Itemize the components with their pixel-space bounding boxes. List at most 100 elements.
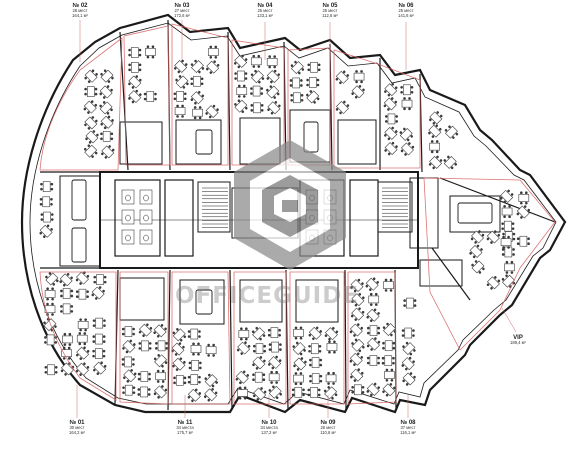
desk-cluster xyxy=(384,368,395,382)
desk-cluster xyxy=(486,276,501,290)
desk-cluster xyxy=(504,260,515,274)
desk-cluster xyxy=(93,274,107,285)
desk-cluster xyxy=(469,244,483,259)
desk-cluster xyxy=(268,385,283,400)
desk-cluster xyxy=(399,127,413,142)
desk-cluster xyxy=(187,328,201,340)
desk-cluster xyxy=(291,386,305,398)
desk-cluster xyxy=(444,125,459,139)
toilet-bowl xyxy=(143,234,149,242)
desk-cluster xyxy=(308,326,323,341)
desk-cluster xyxy=(428,155,443,170)
desk-cluster xyxy=(61,346,73,360)
desk-cluster xyxy=(207,45,219,59)
desk-cluster xyxy=(40,211,54,223)
conference-tables xyxy=(71,121,493,315)
desk-cluster xyxy=(84,69,98,83)
desk-cluster xyxy=(173,59,188,74)
desk-cluster xyxy=(305,90,320,104)
desk-cluster xyxy=(44,287,56,301)
desk-cluster xyxy=(382,340,396,352)
desk-cluster xyxy=(44,364,58,376)
desk-cluster xyxy=(187,374,201,385)
desk-cluster xyxy=(381,355,395,367)
desk-cluster xyxy=(351,85,365,99)
desk-cluster xyxy=(323,386,338,400)
desk-cluster xyxy=(92,333,106,345)
desk-cluster xyxy=(290,60,305,75)
desk-cluster xyxy=(60,362,75,376)
desk-cluster xyxy=(384,113,398,125)
desk-cluster xyxy=(309,373,323,384)
zone-label-09: № 09 26 мест 110,6 м² xyxy=(320,420,336,435)
desk-cluster xyxy=(233,54,248,69)
zone-label-11: № 11 34 места 175,7 м² xyxy=(176,420,194,435)
desk-cluster xyxy=(190,90,205,105)
desk-cluster xyxy=(235,370,250,385)
desk-cluster xyxy=(45,272,59,286)
workstations xyxy=(39,45,531,403)
desk-cluster xyxy=(501,246,515,258)
desk-cluster xyxy=(516,235,530,247)
desk-cluster xyxy=(428,124,442,138)
desk-cluster xyxy=(122,339,136,354)
zone-label-05: № 05 25 мест 112,6 м² xyxy=(322,3,338,18)
desk-cluster xyxy=(59,273,73,287)
zone-label-08: № 08 37 мест 116,1 м² xyxy=(400,420,416,435)
desk-cluster xyxy=(266,85,280,99)
desk-cluster xyxy=(121,326,135,337)
toilet-bowl xyxy=(143,194,149,202)
zone-label-03: № 03 27 мест 172,6 м² xyxy=(174,3,190,18)
desk-cluster xyxy=(137,386,151,398)
desk-cluster xyxy=(100,115,114,130)
desk-cluster xyxy=(204,373,218,388)
desk-cluster xyxy=(268,370,280,384)
desk-cluster xyxy=(155,340,169,352)
desk-cluster xyxy=(91,286,105,300)
desk-cluster xyxy=(499,189,514,204)
desk-cluster xyxy=(266,55,278,69)
desk-cluster xyxy=(267,101,281,115)
desk-cluster xyxy=(307,61,321,73)
desk-cluster xyxy=(382,383,396,397)
desk-cluster xyxy=(75,288,89,300)
desk-cluster xyxy=(250,54,262,68)
desk-cluster xyxy=(234,99,248,113)
desk-cluster xyxy=(384,141,398,156)
desk-cluster xyxy=(83,144,98,158)
desk-cluster xyxy=(121,356,135,368)
desk-cluster xyxy=(236,341,251,355)
desk-cluster xyxy=(307,387,321,398)
desk-cluster xyxy=(75,346,90,360)
desk-cluster xyxy=(138,340,152,352)
desk-cluster xyxy=(335,70,350,85)
desk-cluster xyxy=(100,69,114,83)
desk-cluster xyxy=(92,361,107,375)
staircases xyxy=(202,187,408,228)
desk-cluster xyxy=(292,341,306,356)
toilet-bowl xyxy=(143,214,149,222)
desk-cluster xyxy=(289,77,303,89)
desk-cluster xyxy=(187,388,202,403)
desk-cluster xyxy=(92,317,106,329)
desk-cluster xyxy=(501,204,513,218)
watermark-text: OFFICEGUIDE xyxy=(175,283,360,309)
desk-cluster xyxy=(153,324,167,338)
desk-cluster xyxy=(99,85,113,99)
desk-cluster xyxy=(365,277,379,291)
desk-cluster xyxy=(268,341,282,353)
desk-cluster xyxy=(252,356,266,370)
desk-cluster xyxy=(290,92,304,104)
desk-cluster xyxy=(250,85,264,97)
desk-cluster xyxy=(401,327,415,339)
desk-cluster xyxy=(237,386,248,400)
desk-cluster xyxy=(145,45,156,59)
desk-cluster xyxy=(101,145,115,159)
desk-cluster xyxy=(400,142,415,156)
zone-label-vip: VIP 189,4 м² xyxy=(510,335,526,346)
desk-cluster xyxy=(190,75,204,87)
desk-cluster xyxy=(205,60,220,74)
desk-cluster xyxy=(368,292,380,306)
desk-cluster xyxy=(250,69,265,84)
